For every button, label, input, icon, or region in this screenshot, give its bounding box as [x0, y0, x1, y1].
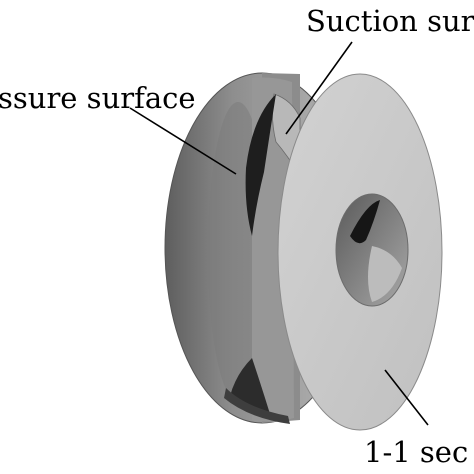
suction-surface-label: Suction surf: [306, 4, 474, 38]
blade-upper: [245, 94, 276, 236]
section-leader-line: [384, 369, 429, 426]
pressure-surface-label: ssure surface: [0, 81, 196, 115]
suction-leader-line: [285, 41, 353, 135]
blade-lower-edge: [224, 388, 290, 424]
section-label: 1-1 sec: [364, 435, 468, 469]
callout-lines: [129, 41, 429, 426]
pressure-leader-line: [129, 107, 237, 175]
inlet-bore: [335, 193, 409, 307]
